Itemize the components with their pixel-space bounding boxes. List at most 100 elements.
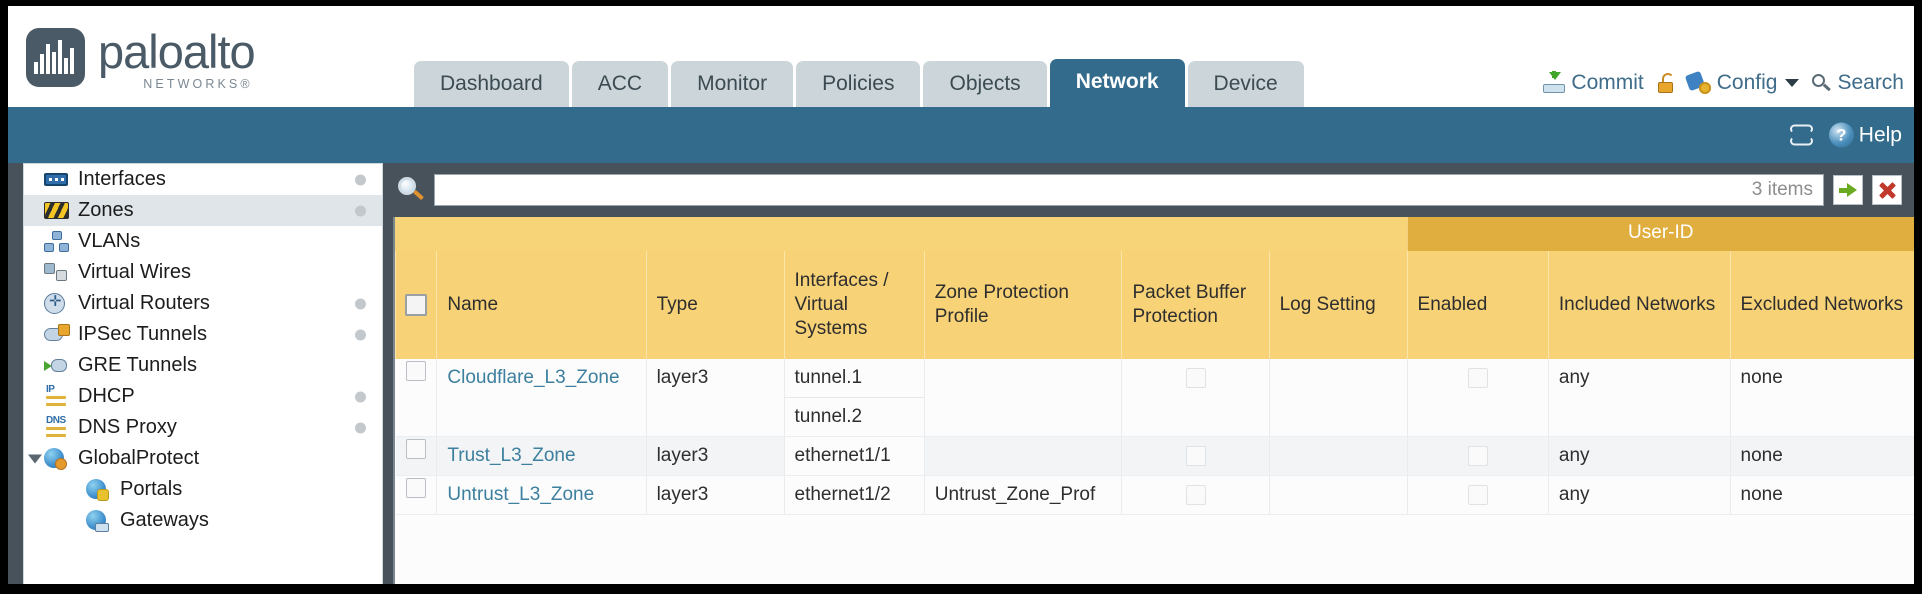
zone-name-link[interactable]: Trust_L3_Zone xyxy=(447,445,576,466)
item-count: 3 items xyxy=(1751,179,1813,200)
header-actions: Commit Config Search xyxy=(1543,70,1904,95)
sidebar-item-label: Virtual Wires xyxy=(78,261,191,283)
column-header-packet-buffer[interactable]: Packet Buffer Protection xyxy=(1121,251,1270,359)
tab-dashboard[interactable]: Dashboard xyxy=(414,61,569,107)
cell-included-networks: any xyxy=(1547,475,1731,515)
sidebar-item-interfaces[interactable]: Interfaces xyxy=(24,164,382,195)
tab-policies[interactable]: Policies xyxy=(796,61,921,107)
vlans-icon xyxy=(44,231,70,252)
cell-interfaces: ethernet1/1 xyxy=(783,436,925,476)
userid-enabled-checkbox[interactable] xyxy=(1467,484,1488,505)
cell-name: Cloudflare_L3_Zone xyxy=(436,359,647,437)
column-header-included-nets[interactable]: Included Networks xyxy=(1547,251,1731,359)
table-row[interactable]: Cloudflare_L3_Zone layer3 tunnel.1 tunne… xyxy=(395,359,1914,437)
brand-name: paloalto xyxy=(98,25,256,78)
packet-buffer-checkbox[interactable] xyxy=(1185,445,1206,466)
cell-userid-enabled xyxy=(1406,475,1549,515)
cell-log-setting xyxy=(1268,436,1408,476)
apply-filter-button[interactable] xyxy=(1833,175,1863,205)
sidebar-item-dhcp[interactable]: IP DHCP xyxy=(24,381,382,412)
filter-field[interactable]: 3 items xyxy=(434,174,1824,206)
tab-monitor[interactable]: Monitor xyxy=(671,61,794,107)
sidebar-item-dns-proxy[interactable]: DNS DNS Proxy xyxy=(24,412,382,443)
clear-filter-button[interactable] xyxy=(1872,175,1902,205)
cell-interfaces: ethernet1/2 xyxy=(783,475,925,515)
help-label: Help xyxy=(1858,123,1902,146)
commit-label: Commit xyxy=(1571,71,1644,94)
tab-acc[interactable]: ACC xyxy=(571,61,669,107)
sidebar-item-gateways[interactable]: Gateways xyxy=(24,505,382,536)
column-header-type[interactable]: Type xyxy=(645,251,785,359)
sidebar-item-virtual-wires[interactable]: Virtual Wires xyxy=(24,257,382,288)
virtual-routers-icon xyxy=(44,292,70,314)
cell-userid-enabled xyxy=(1406,359,1549,437)
column-header-log-setting[interactable]: Log Setting xyxy=(1268,251,1408,359)
column-header-excluded-nets[interactable]: Excluded Networks xyxy=(1729,251,1914,359)
refresh-icon[interactable] xyxy=(1789,124,1813,146)
column-header-zone-protection[interactable]: Zone Protection Profile xyxy=(923,251,1122,359)
config-icon xyxy=(1684,70,1711,94)
expander-triangle-icon[interactable] xyxy=(28,454,42,463)
column-header-userid-enabled[interactable]: Enabled xyxy=(1406,251,1549,359)
interfaces-icon xyxy=(44,169,70,190)
sidebar-item-label: Interfaces xyxy=(78,168,166,190)
config-label: Config xyxy=(1716,71,1778,94)
dhcp-icon: IP xyxy=(44,384,70,407)
help-button[interactable]: ? Help xyxy=(1828,122,1902,148)
sidebar-item-gre-tunnels[interactable]: GRE Tunnels xyxy=(24,350,382,381)
cell-zone-protection xyxy=(923,359,1122,437)
zone-name-link[interactable]: Untrust_L3_Zone xyxy=(447,484,595,505)
commit-button[interactable]: Commit xyxy=(1543,71,1644,95)
table-header: User-ID Name Type Interfaces / Virtual S… xyxy=(395,217,1914,359)
packet-buffer-checkbox[interactable] xyxy=(1185,484,1206,505)
sidebar-item-label: VLANs xyxy=(78,230,141,252)
search-input[interactable] xyxy=(445,179,1752,201)
cell-zone-protection: Untrust_Zone_Prof xyxy=(923,475,1122,515)
sidebar-item-virtual-routers[interactable]: Virtual Routers xyxy=(24,288,382,319)
userid-enabled-checkbox[interactable] xyxy=(1467,445,1488,466)
chevron-down-icon xyxy=(1785,79,1800,87)
sidebar-item-zones[interactable]: Zones xyxy=(24,195,382,226)
cell-included-networks: any xyxy=(1547,359,1731,437)
gateways-icon xyxy=(86,510,112,532)
row-checkbox[interactable] xyxy=(405,360,426,381)
tab-device[interactable]: Device xyxy=(1187,61,1304,107)
cell-type: layer3 xyxy=(645,475,785,515)
select-all-checkbox[interactable] xyxy=(405,293,428,316)
sidebar-status-dot xyxy=(355,422,366,433)
cell-type: layer3 xyxy=(645,359,785,437)
sidebar-status-dot xyxy=(355,205,366,216)
column-header-name[interactable]: Name xyxy=(436,251,647,359)
config-menu[interactable]: Config xyxy=(1684,70,1800,95)
cell-log-setting xyxy=(1268,359,1408,437)
table-row[interactable]: Untrust_L3_Zone layer3 ethernet1/2 Untru… xyxy=(395,475,1914,515)
sidebar-status-dot xyxy=(355,298,366,309)
cell-type: layer3 xyxy=(645,436,785,476)
row-select-cell xyxy=(395,359,437,437)
interface-entry: tunnel.1 xyxy=(784,359,924,398)
tab-network[interactable]: Network xyxy=(1049,59,1185,107)
sidebar-item-portals[interactable]: Portals xyxy=(24,474,382,505)
row-checkbox[interactable] xyxy=(405,477,426,498)
lock-icon[interactable] xyxy=(1657,73,1674,93)
row-checkbox[interactable] xyxy=(405,438,426,459)
sidebar-item-globalprotect[interactable]: GlobalProtect xyxy=(24,443,382,474)
sidebar-item-ipsec-tunnels[interactable]: IPSec Tunnels xyxy=(24,319,382,350)
group-header-row: User-ID xyxy=(395,217,1914,251)
tab-objects[interactable]: Objects xyxy=(923,61,1047,107)
userid-enabled-checkbox[interactable] xyxy=(1467,367,1488,388)
group-header-userid: User-ID xyxy=(1406,217,1914,251)
row-select-cell xyxy=(395,436,437,476)
sub-toolbar: ? Help xyxy=(8,107,1914,163)
packet-buffer-checkbox[interactable] xyxy=(1185,367,1206,388)
column-header-interfaces[interactable]: Interfaces / Virtual Systems xyxy=(783,251,925,359)
sidebar-item-label: Portals xyxy=(120,478,183,500)
search-button[interactable]: Search xyxy=(1812,71,1904,95)
table-row[interactable]: Trust_L3_Zone layer3 ethernet1/1 xyxy=(395,436,1914,476)
portals-icon xyxy=(86,479,112,501)
table-body: Cloudflare_L3_Zone layer3 tunnel.1 tunne… xyxy=(395,359,1914,515)
main-tabs: Dashboard ACC Monitor Policies Objects N… xyxy=(414,59,1304,107)
sidebar-item-vlans[interactable]: VLANs xyxy=(24,226,382,257)
interface-entry: tunnel.2 xyxy=(794,406,863,427)
zone-name-link[interactable]: Cloudflare_L3_Zone xyxy=(447,367,620,388)
